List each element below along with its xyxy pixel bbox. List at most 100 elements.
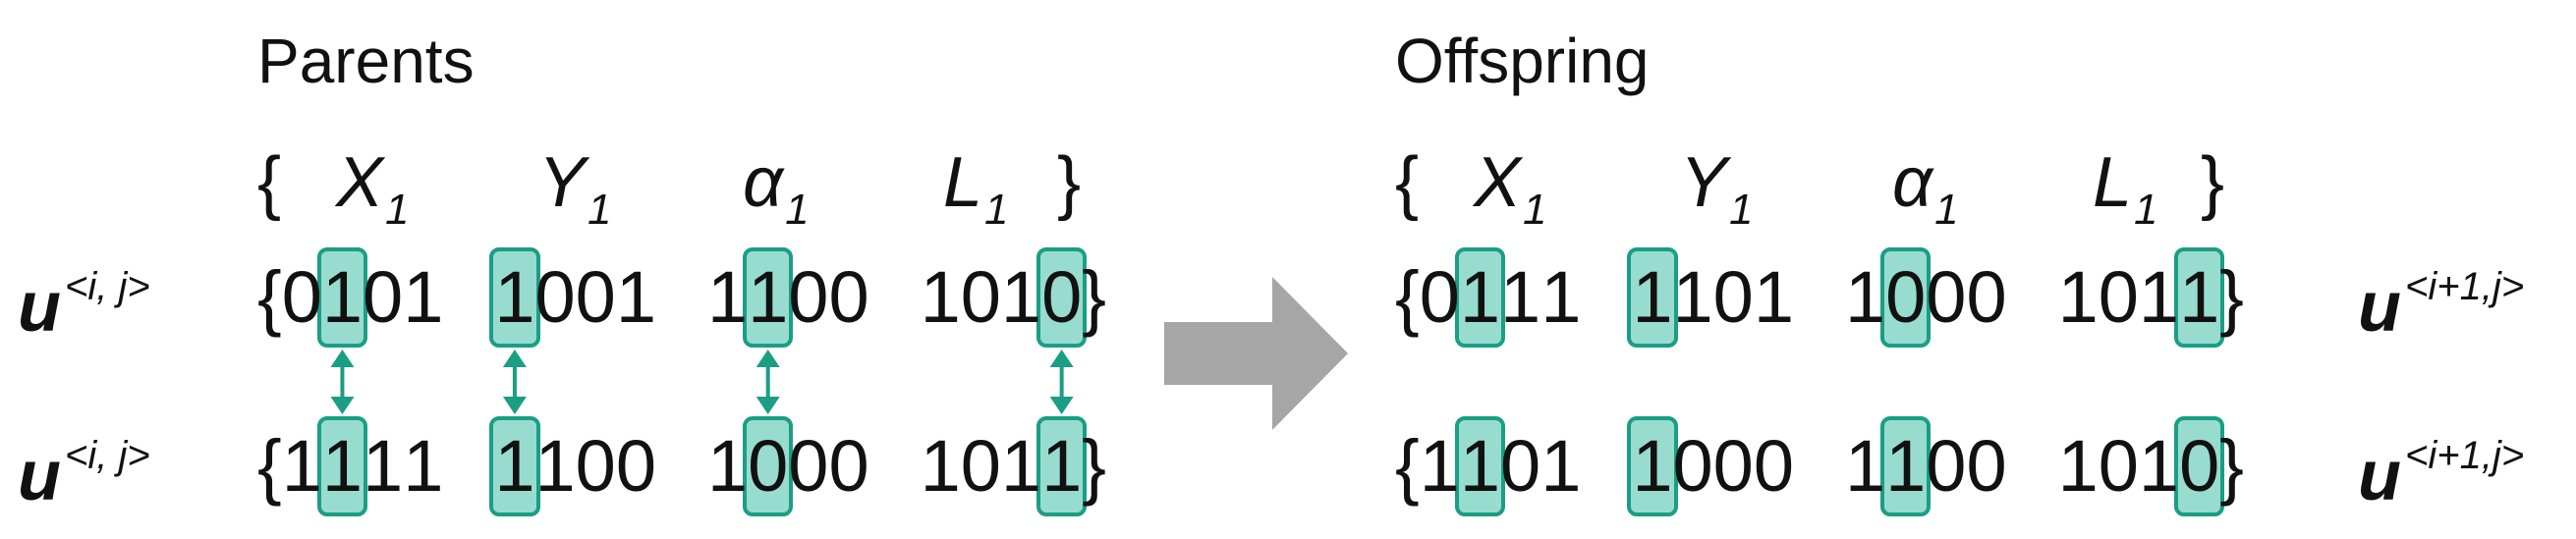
parent-2-label: u<i, j>	[18, 434, 150, 515]
gene-bit: 1	[403, 425, 444, 507]
crossover-bit: 0	[1880, 247, 1932, 348]
gene-bit: 0	[575, 425, 616, 507]
gene-bit: 1	[1540, 425, 1582, 507]
parents-var-l: L1	[943, 143, 1009, 234]
offspring-var-alpha: α1	[1892, 143, 1959, 234]
parent-1-label: u<i, j>	[18, 265, 150, 347]
parents-var-alpha: α1	[743, 143, 810, 234]
crossover-bit: 1	[1627, 247, 1678, 348]
gene-bit: 0	[1712, 256, 1754, 338]
parents-header-brace-close: }	[1057, 143, 1082, 222]
gene-bit: 1	[706, 256, 749, 338]
gene-bit: 1	[2138, 425, 2180, 507]
gene-bit: 0	[1500, 425, 1541, 507]
gene-bit: 0	[960, 425, 1001, 507]
chromosome-brace-close: }	[2219, 425, 2244, 507]
gene-bit: 1	[1844, 425, 1886, 507]
swap-arrow-head-up	[1049, 350, 1074, 367]
chromosome-brace-close: }	[1082, 256, 1106, 338]
gene-bit: 1	[1000, 425, 1042, 507]
gene-bit: 1	[363, 425, 404, 507]
gene-bit: 0	[828, 425, 869, 507]
gene-bit: 1	[1500, 256, 1541, 338]
gene-bit: 1	[534, 425, 576, 507]
offspring-var-l: L1	[2093, 143, 2158, 234]
crossover-bit: 1	[1454, 416, 1506, 516]
gene-bit: 1	[920, 425, 961, 507]
chromosome-brace-close: }	[1082, 425, 1106, 507]
chromosome-brace-open: {	[257, 256, 282, 338]
swap-arrow-head-down	[1049, 397, 1074, 414]
gene-bit: 0	[281, 256, 322, 338]
gene-bit: 0	[828, 256, 869, 338]
parents-title: Parents	[257, 26, 475, 96]
gene-bit: 1	[2057, 256, 2099, 338]
swap-arrow-head-down	[502, 397, 527, 414]
parents-header-brace-open: {	[257, 143, 282, 222]
crossover-bit: 1	[316, 247, 368, 348]
offspring-1-label: u<i+1,j>	[2358, 265, 2525, 347]
gene-bit: 1	[706, 425, 749, 507]
gene-bit: 0	[1672, 425, 1713, 507]
chromosome-brace-close: }	[2219, 256, 2244, 338]
swap-arrows	[330, 350, 1074, 414]
gene-bit: 0	[615, 425, 656, 507]
offspring-var-y: Y1	[1680, 143, 1754, 234]
swap-arrow-head-up	[502, 350, 527, 367]
gene-bit: 1	[1000, 256, 1042, 338]
gene-bit: 1	[2138, 256, 2180, 338]
gene-bit: 1	[615, 256, 656, 338]
crossover-bit: 0	[2174, 416, 2225, 516]
gene-bit: 1	[1753, 256, 1794, 338]
gene-bit: 0	[363, 256, 404, 338]
offspring-header-brace-open: {	[1395, 143, 1420, 222]
swap-arrow-head-up	[756, 350, 780, 367]
crossover-bit: 1	[316, 416, 368, 516]
offspring-header-brace-close: }	[2201, 143, 2225, 222]
gene-bit: 0	[1966, 256, 2007, 338]
offspring-var-x: X1	[1474, 143, 1547, 234]
gene-bit: 1	[281, 425, 322, 507]
offspring-2-label: u<i+1,j>	[2358, 434, 2525, 515]
gene-bit: 1	[1540, 256, 1582, 338]
offspring-title: Offspring	[1395, 26, 1650, 96]
gene-bit: 0	[1966, 425, 2007, 507]
crossover-bit: 1	[743, 247, 794, 348]
gene-bit: 0	[2098, 425, 2139, 507]
gene-bit: 0	[1926, 256, 1967, 338]
gene-bit: 1	[920, 256, 961, 338]
swap-arrow-head-down	[330, 397, 355, 414]
crossover-bit: 0	[1036, 247, 1088, 348]
gene-bit: 0	[2098, 256, 2139, 338]
parents-var-y: Y1	[538, 143, 612, 234]
chromosome-brace-open: {	[1395, 256, 1420, 338]
chromosome-brace-open: {	[257, 425, 282, 507]
crossover-bit: 1	[1454, 247, 1506, 348]
gene-bit: 1	[1844, 256, 1886, 338]
gene-bit: 0	[534, 256, 576, 338]
gene-bit: 1	[403, 256, 444, 338]
swap-arrow-head-up	[330, 350, 355, 367]
crossover-bit: 1	[1627, 416, 1678, 516]
gene-bit: 0	[1419, 256, 1460, 338]
gene-bit: 0	[575, 256, 616, 338]
gene-bit: 0	[788, 425, 829, 507]
gene-bit: 0	[1753, 425, 1794, 507]
swap-arrow-head-down	[756, 397, 780, 414]
